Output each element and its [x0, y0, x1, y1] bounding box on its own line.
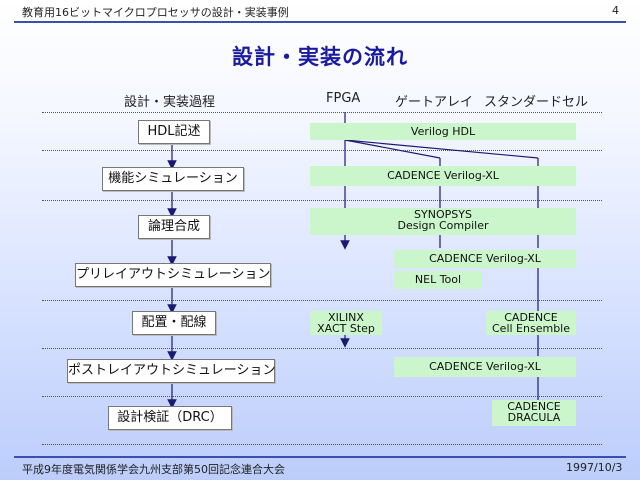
tool-cell-ensemble-line2: Cell Ensemble	[492, 322, 570, 335]
tool-cell-ensemble-line1: CADENCE	[504, 311, 558, 324]
step-logic-synthesis: 論理合成	[138, 215, 210, 239]
footer-rule	[14, 456, 626, 458]
tool-dracula-line1: CADENCE	[507, 400, 561, 413]
footer-date: 1997/10/3	[566, 461, 623, 474]
tool-synopsys-line2: Design Compiler	[397, 219, 489, 232]
footer-conference: 平成9年度電気関係学会九州支部第50回記念連合大会	[22, 463, 285, 476]
tool-verilog-xl-functional: CADENCE Verilog-XL	[310, 166, 576, 186]
step-postlayout-sim: ポストレイアウトシミュレーション	[67, 359, 275, 383]
tool-xilinx-line2: XACT Step	[317, 322, 375, 335]
tool-verilog-hdl: Verilog HDL	[310, 123, 576, 140]
tool-synopsys: SYNOPSYS Design Compiler	[310, 208, 576, 235]
column-gate-array: ゲートアレイ	[395, 95, 474, 110]
page-number: 4	[612, 4, 619, 17]
separator	[42, 396, 602, 397]
tool-xilinx: XILINX XACT Step	[310, 311, 382, 335]
separator	[42, 200, 602, 201]
step-prelayout-sim: プリレイアウトシミュレーション	[75, 263, 271, 287]
step-drc: 設計検証（DRC）	[108, 406, 232, 430]
tool-dracula: CADENCE DRACULA	[492, 400, 576, 426]
tool-verilog-xl-prelayout: CADENCE Verilog-XL	[394, 250, 576, 268]
header-title: 教育用16ビットマイクロプロセッサの設計・実装事例	[22, 6, 289, 19]
slide-title: 設計・実装の流れ	[232, 45, 408, 69]
separator	[42, 112, 602, 113]
tool-synopsys-line1: SYNOPSYS	[414, 208, 472, 221]
tool-verilog-xl-postlayout: CADENCE Verilog-XL	[394, 357, 576, 377]
tool-nel: NEL Tool	[394, 271, 482, 289]
tool-dracula-line2: DRACULA	[507, 411, 561, 424]
step-hdl: HDL記述	[138, 120, 210, 144]
tool-xilinx-line1: XILINX	[328, 311, 364, 324]
header-rule	[14, 21, 626, 23]
step-place-route: 配置・配線	[132, 311, 216, 335]
column-process: 設計・実装過程	[124, 95, 216, 110]
separator	[42, 444, 602, 445]
separator	[42, 150, 602, 151]
column-standard-cell: スタンダードセル	[484, 95, 589, 110]
separator	[42, 300, 602, 301]
step-functional-sim: 機能シミュレーション	[102, 167, 244, 191]
tool-cell-ensemble: CADENCE Cell Ensemble	[486, 311, 576, 335]
column-fpga: FPGA	[326, 91, 361, 106]
separator	[42, 348, 602, 349]
